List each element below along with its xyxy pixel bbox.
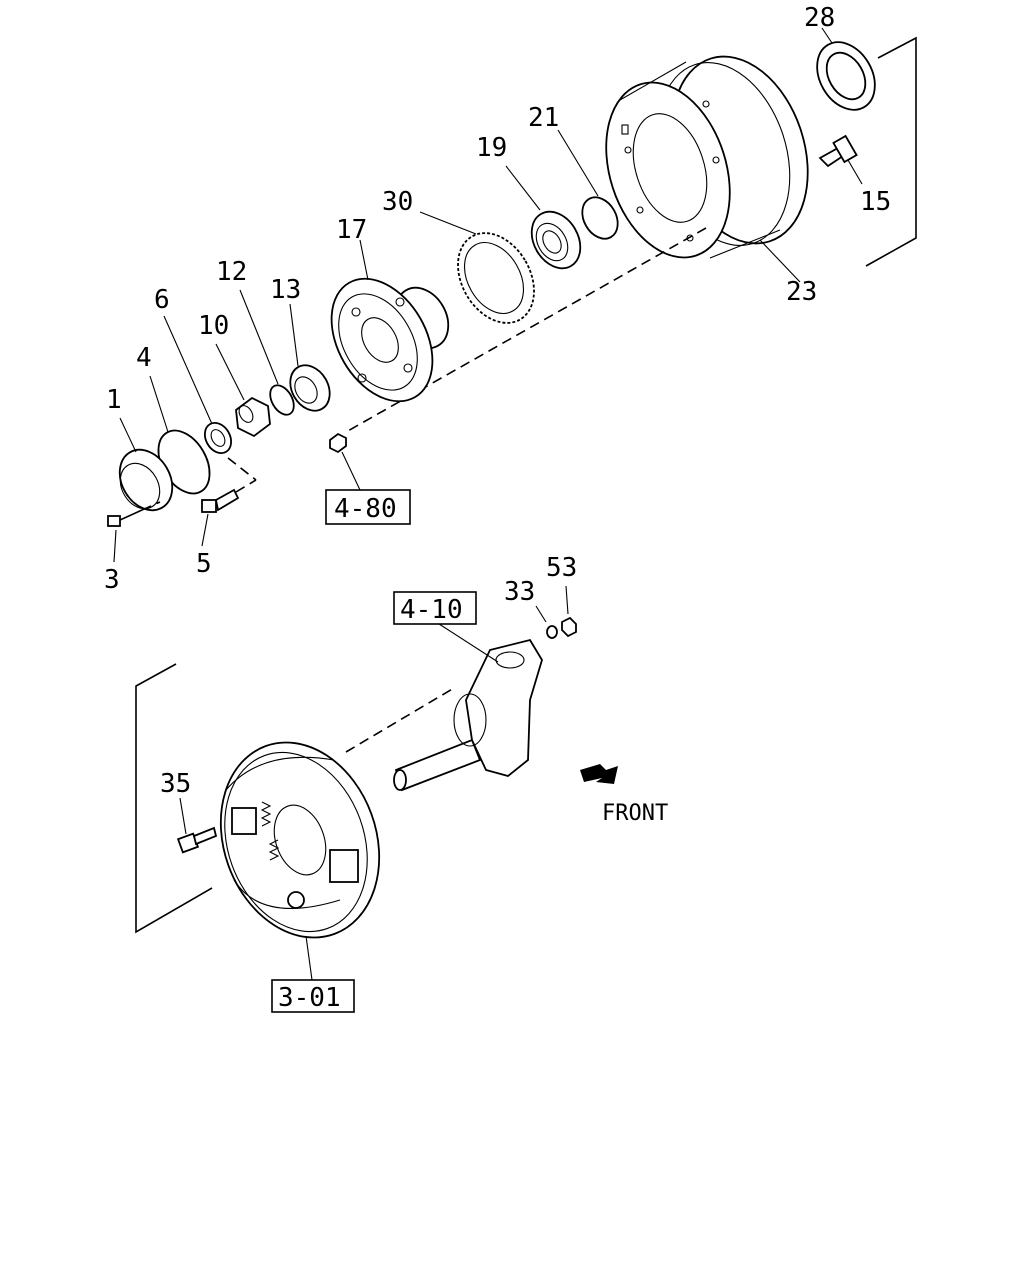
steering-knuckle bbox=[345, 621, 543, 792]
part-35-bolt bbox=[176, 797, 218, 854]
callout-12: 12 bbox=[216, 257, 247, 287]
ref-label-3-01: 3-01 bbox=[278, 983, 341, 1013]
callout-33: 33 bbox=[504, 577, 535, 607]
part-19-outer-bearing bbox=[505, 165, 582, 270]
part-30-rotor-ring bbox=[419, 211, 535, 324]
ref-label-4-80: 4-80 bbox=[334, 494, 397, 524]
ref-box-4-10[interactable]: 4-10 bbox=[393, 591, 477, 625]
front-label: FRONT bbox=[602, 801, 668, 826]
ref-box-4-80[interactable]: 4-80 bbox=[325, 489, 411, 525]
part-33-washer bbox=[535, 605, 558, 639]
part-13-inner-bearing bbox=[289, 303, 331, 412]
callout-13: 13 bbox=[270, 275, 301, 305]
bracket-lower-left bbox=[135, 663, 213, 934]
part-6-lock-washer bbox=[163, 315, 233, 454]
callout-6: 6 bbox=[154, 285, 170, 315]
callout-35: 35 bbox=[160, 769, 191, 799]
callout-5: 5 bbox=[196, 549, 212, 579]
part-17-hub bbox=[330, 239, 450, 403]
front-arrow-icon bbox=[580, 764, 618, 784]
part-12-washer bbox=[239, 289, 295, 416]
callout-17: 17 bbox=[336, 215, 367, 245]
part-28-seal bbox=[816, 27, 876, 111]
callout-19: 19 bbox=[476, 133, 507, 163]
part-1-hub-cap bbox=[118, 417, 174, 512]
callout-21: 21 bbox=[528, 103, 559, 133]
ref-box-3-01[interactable]: 3-01 bbox=[271, 979, 355, 1013]
callout-23: 23 bbox=[786, 277, 817, 307]
callout-28: 28 bbox=[804, 3, 835, 33]
brake-assembly bbox=[219, 741, 381, 981]
part-15-hub-bolt bbox=[818, 134, 863, 185]
ref-label-4-10: 4-10 bbox=[400, 595, 463, 625]
bracket-upper-right bbox=[865, 36, 917, 267]
callout-1: 1 bbox=[106, 385, 122, 415]
part-3-cap-bolt bbox=[107, 501, 161, 563]
callout-4: 4 bbox=[136, 343, 152, 373]
part-21-snap-ring bbox=[557, 129, 619, 240]
callout-15: 15 bbox=[860, 187, 891, 217]
part-53-nut bbox=[561, 585, 577, 638]
callout-30: 30 bbox=[382, 187, 413, 217]
callout-53: 53 bbox=[546, 553, 577, 583]
callout-3: 3 bbox=[104, 565, 120, 595]
callout-10: 10 bbox=[198, 311, 229, 341]
wheel-nut-4-80 bbox=[329, 432, 361, 491]
part-10-hub-nut bbox=[215, 343, 271, 438]
part-5-bolt bbox=[201, 479, 257, 547]
